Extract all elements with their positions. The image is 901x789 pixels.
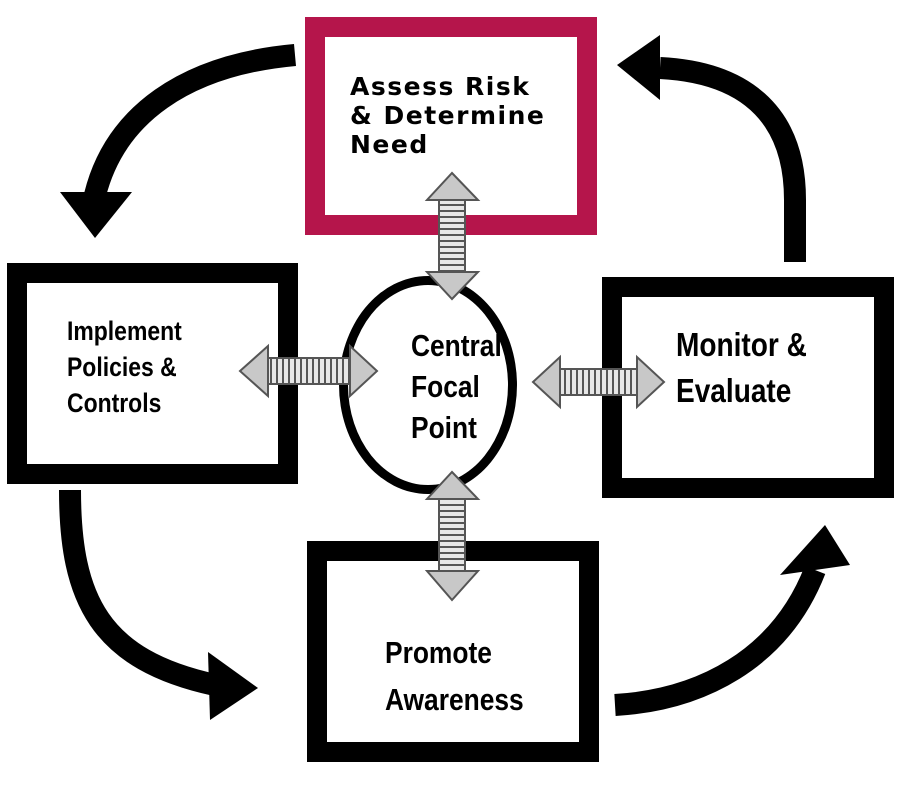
flow-arrow-promote-to-monitor <box>614 525 850 716</box>
node-promote-awareness-label: Promote Awareness <box>385 635 524 717</box>
central-focal-point-label: Central Focal Point <box>411 328 502 445</box>
node-promote-awareness: Promote Awareness <box>307 541 599 762</box>
node-assess-risk-label: Assess Risk & Determine Need <box>350 72 546 159</box>
flow-arrow-assess-to-implement <box>60 44 297 238</box>
connector-center-assess <box>424 171 481 301</box>
central-focal-point-ring <box>339 276 517 494</box>
node-implement-policies-label: Implement Policies & Controls <box>67 316 182 418</box>
connector-center-implement <box>238 343 379 399</box>
node-implement-policies: Implement Policies & Controls <box>7 263 298 484</box>
flow-arrow-monitor-to-assess <box>617 35 806 262</box>
connector-center-monitor <box>531 354 666 410</box>
connector-center-promote <box>424 470 481 602</box>
flow-arrow-implement-to-promote <box>59 489 258 720</box>
node-monitor-evaluate-label: Monitor & Evaluate <box>676 326 807 409</box>
